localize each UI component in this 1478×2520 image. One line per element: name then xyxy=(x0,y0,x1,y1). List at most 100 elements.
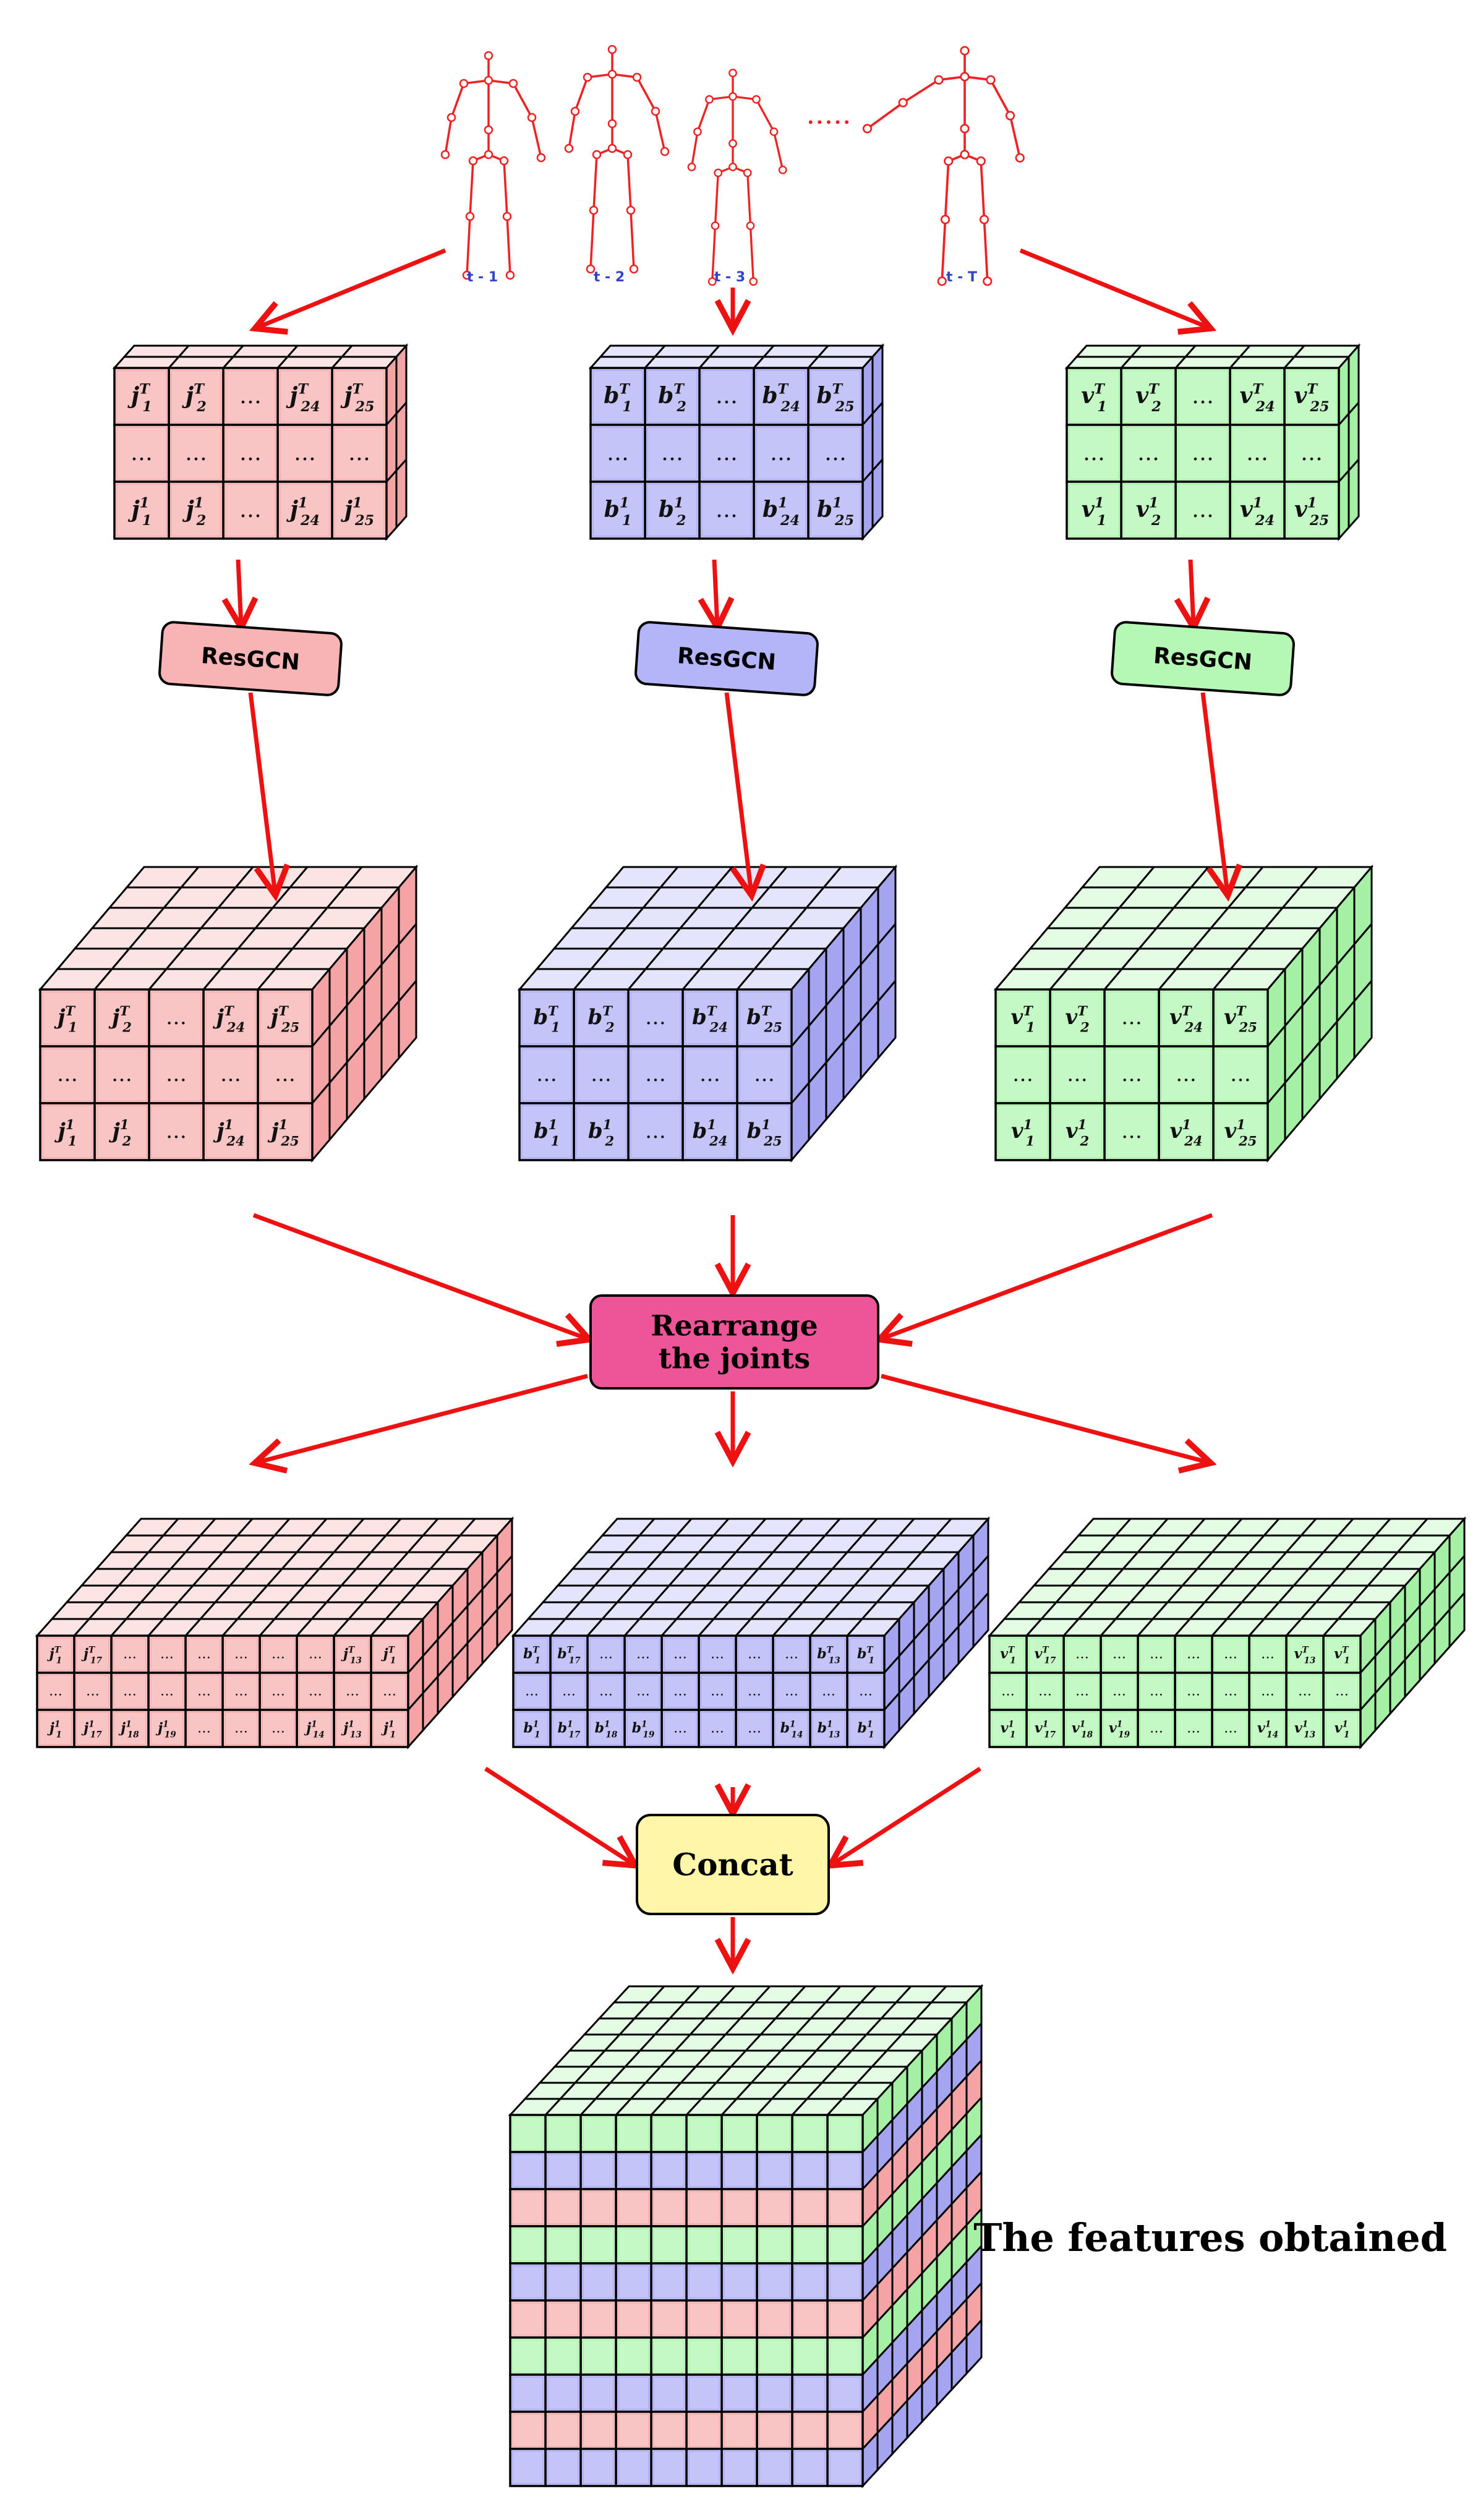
cube xyxy=(1211,1709,1250,1748)
cube-label: … xyxy=(822,1684,835,1699)
cube xyxy=(35,1618,92,1674)
cube xyxy=(509,2188,547,2227)
cube xyxy=(1365,1566,1422,1625)
cube xyxy=(613,2098,669,2153)
cube xyxy=(791,2336,829,2376)
cube xyxy=(756,2336,793,2376)
cube xyxy=(579,2336,617,2376)
cube xyxy=(735,1672,774,1711)
cube xyxy=(698,1709,737,1748)
cube xyxy=(685,2299,723,2339)
cube xyxy=(509,2225,547,2265)
cube xyxy=(623,1709,663,1748)
cube xyxy=(38,968,114,1048)
cube-label: … xyxy=(166,1119,187,1143)
cube xyxy=(598,344,667,358)
cube-label: … xyxy=(645,1119,666,1143)
cube-label: … xyxy=(716,497,738,523)
cube xyxy=(509,2336,547,2376)
frame-label: t - T xyxy=(946,270,977,285)
cube xyxy=(148,1102,205,1161)
cube xyxy=(772,1672,811,1711)
cube xyxy=(650,2225,688,2265)
cube xyxy=(113,481,170,540)
cube xyxy=(791,2262,829,2302)
cube-label: … xyxy=(645,1062,666,1087)
cube-label: … xyxy=(166,1005,187,1030)
cube xyxy=(1263,905,1339,988)
cube-label: … xyxy=(1113,1684,1126,1699)
cube xyxy=(650,2373,688,2413)
cube xyxy=(509,2151,547,2190)
cube xyxy=(650,2448,688,2487)
cube xyxy=(370,1654,424,1712)
cube-label: … xyxy=(1224,1721,1237,1736)
cube xyxy=(685,2411,723,2450)
cube-label: … xyxy=(1150,1721,1163,1736)
cube-label: … xyxy=(716,383,738,409)
cube xyxy=(509,2411,547,2450)
cube xyxy=(1049,1045,1106,1104)
cube xyxy=(342,864,419,947)
cube xyxy=(1174,1672,1213,1711)
cube xyxy=(720,2448,758,2487)
cube-label: … xyxy=(346,1684,359,1699)
cube xyxy=(735,966,811,1049)
cube xyxy=(615,2299,652,2339)
cube xyxy=(517,968,594,1048)
cube-label: … xyxy=(1075,1647,1089,1662)
cube xyxy=(615,2336,652,2376)
cube-label: … xyxy=(1001,1684,1015,1699)
cube xyxy=(720,2336,758,2376)
cube xyxy=(871,457,884,530)
cube xyxy=(720,2188,758,2227)
cube xyxy=(518,1045,575,1104)
cube-label: … xyxy=(661,440,683,466)
cube-label: … xyxy=(220,1062,241,1087)
cube xyxy=(697,356,766,426)
cube xyxy=(650,2299,688,2339)
cube xyxy=(720,2411,758,2450)
cube-label: … xyxy=(1298,1684,1312,1699)
cube xyxy=(791,2448,829,2487)
cube xyxy=(1174,1709,1213,1748)
cube xyxy=(659,1618,716,1674)
cube-label: … xyxy=(1067,1062,1088,1087)
frame-label: t - 2 xyxy=(594,270,625,285)
cube-label: … xyxy=(1192,383,1214,409)
cube xyxy=(544,2411,582,2450)
cube xyxy=(615,2151,652,2190)
cube xyxy=(275,356,344,426)
cube-label: … xyxy=(1224,1684,1237,1699)
arrow-skeleton-to-velocity xyxy=(1019,248,1209,328)
cube xyxy=(544,2188,582,2227)
cube-label: … xyxy=(1246,440,1268,466)
